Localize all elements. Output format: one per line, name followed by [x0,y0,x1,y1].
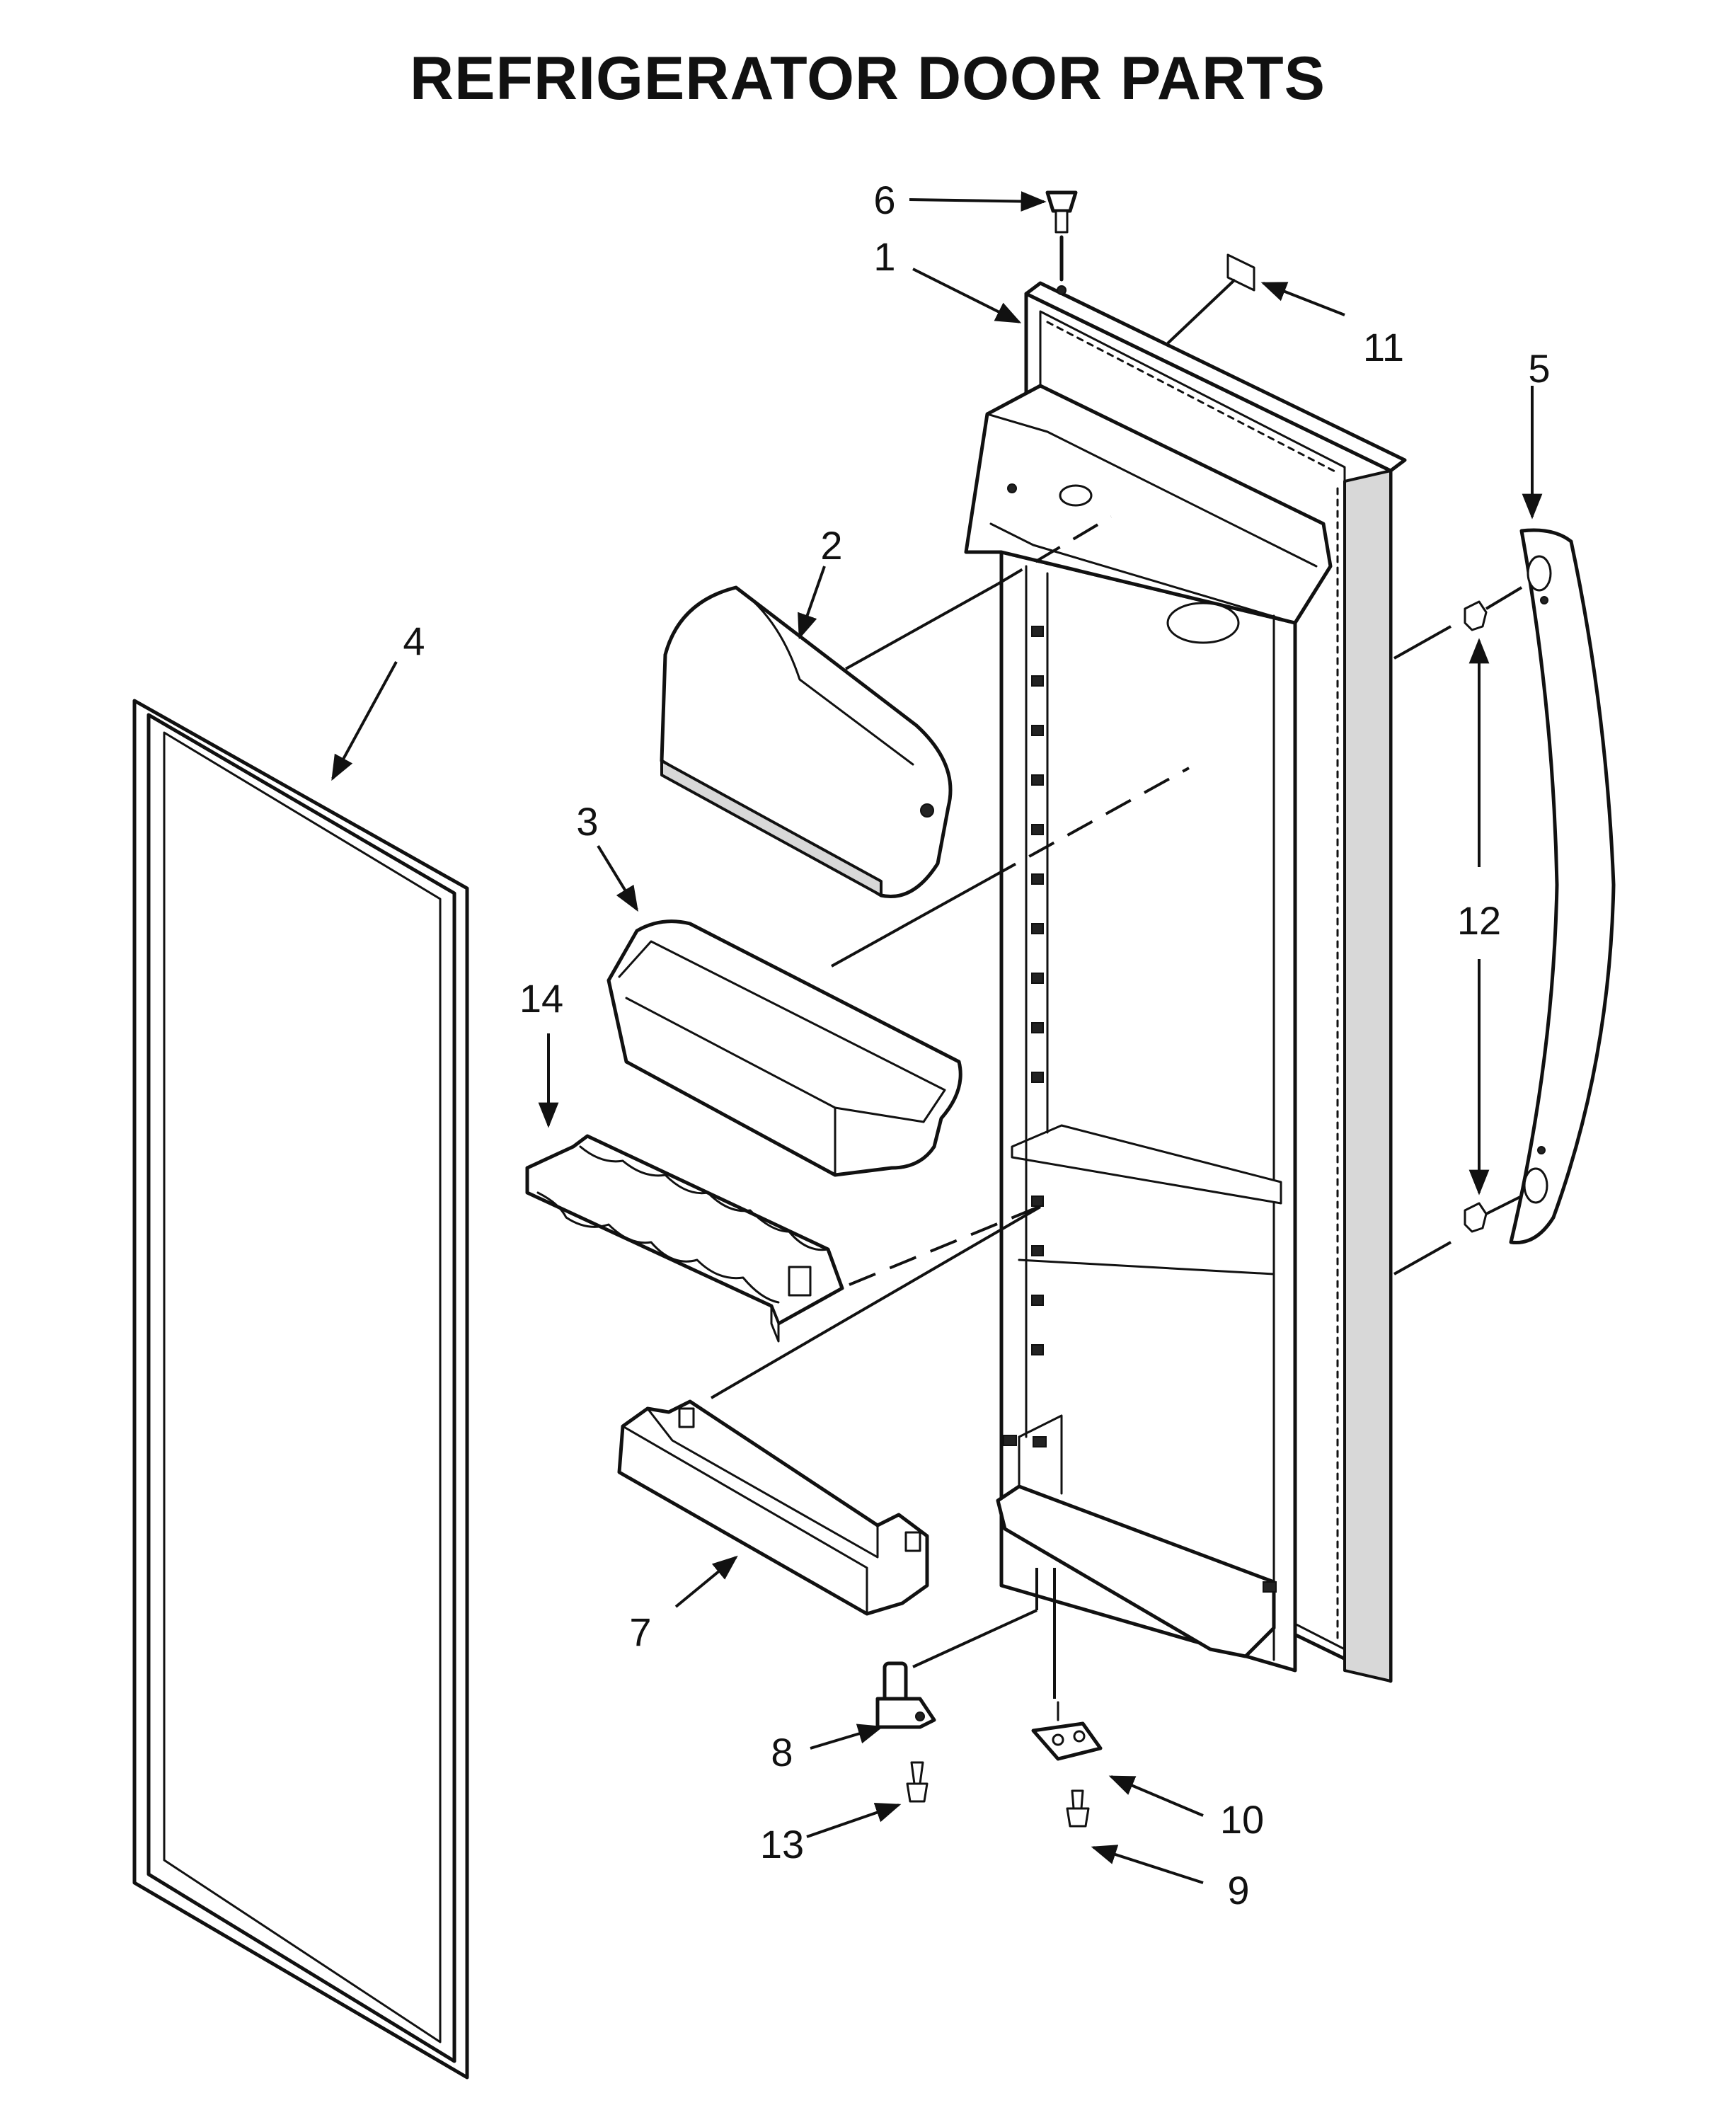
assembly-lines [710,278,1523,1699]
callout-9: 9 [1227,1868,1249,1913]
callout-10: 10 [1220,1797,1264,1842]
hinge-part-8 [875,1661,936,1729]
callout-8: 8 [771,1730,793,1774]
shelf-tabs [1031,626,1044,1355]
hinge-plate-part-10 [1031,1701,1103,1761]
callout-13: 13 [760,1822,804,1867]
callout-2: 2 [820,523,842,568]
bottle-rack-part-14 [525,1134,844,1343]
bucket-part-2 [660,585,953,898]
bottom-bin-part-7 [617,1399,929,1616]
callout-12: 12 [1457,898,1501,943]
callout-11: 11 [1363,325,1404,369]
door-bin-part-3 [607,919,962,1177]
callout-6: 6 [873,178,895,222]
callout-labels: 6 1 11 5 2 4 3 12 14 7 8 10 13 9 [403,178,1550,1913]
callout-1: 1 [873,234,895,279]
callout-arrows [331,191,1543,1884]
callout-3: 3 [576,799,598,844]
callout-5: 5 [1528,346,1550,391]
callout-4: 4 [403,619,425,663]
screw-part-9 [1066,1789,1090,1828]
callout-7: 7 [629,1610,651,1654]
door-assembly-part-1 [964,281,1407,1683]
callout-14: 14 [519,976,563,1021]
handle-studs-part-12 [1464,600,1488,1233]
page-title: REFRIGERATOR DOOR PARTS [410,45,1326,113]
screw-part-13 [906,1761,929,1803]
handle-part-5 [1509,528,1616,1245]
door-gasket-part-4 [132,699,469,2080]
cap-part-6 [1045,190,1078,295]
label-part-11 [1226,253,1255,292]
